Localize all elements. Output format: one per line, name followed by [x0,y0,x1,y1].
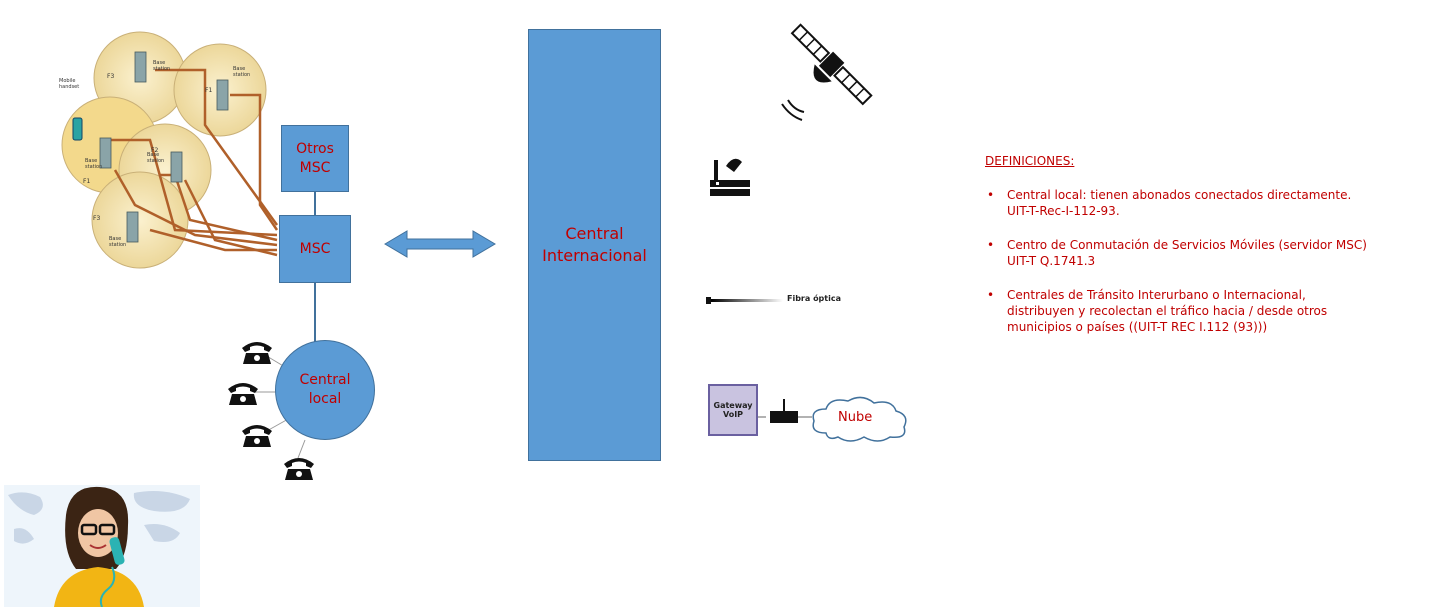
svg-text:F1: F1 [205,87,212,94]
otros-msc-line2: MSC [299,159,331,176]
gateway-voip-box: Gateway VoIP [708,384,758,436]
definition-item: Centrales de Tránsito Interurbano o Inte… [985,287,1425,335]
svg-text:Base: Base [147,152,159,158]
handset-label: Mobile [59,78,75,84]
nube-label: Nube [838,410,873,425]
msc-label: MSC [299,241,331,257]
svg-text:Base: Base [153,60,165,66]
definitions-list: Central local: tienen abonados conectado… [985,187,1425,335]
telephone-icon-3 [242,425,272,447]
cell-bottom [91,171,189,269]
central-internacional-line1: Central [565,224,624,243]
otros-msc-box: Otros MSC [281,125,349,192]
central-local-line2: local [308,391,342,407]
gateway-label-line2: VoIP [722,410,744,419]
satellite-icon [781,23,873,121]
svg-text:handset: handset [59,84,79,90]
definitions-panel: DEFINICIONES: Central local: tienen abon… [985,153,1425,353]
svg-text:station: station [85,164,102,170]
cable-bundle [105,68,279,257]
definition-item: Centro de Conmutación de Servicios Móvil… [985,237,1425,269]
svg-text:Base: Base [109,236,121,242]
router-icon [758,399,812,423]
woman-phone-photo [4,485,200,607]
svg-text:station: station [233,72,250,78]
svg-text:station: station [147,158,164,164]
svg-text:Base: Base [233,66,245,72]
svg-text:F2: F2 [151,147,158,154]
otros-msc-line1: Otros [296,140,334,157]
telephone-icon-4 [284,458,314,480]
telephone-icon-2 [228,383,258,405]
cloud-icon [812,396,907,442]
definition-item: Central local: tienen abonados conectado… [985,187,1425,219]
fibra-optica-icon [706,297,783,304]
telephone-icon-1 [242,342,272,364]
definitions-title: DEFINICIONES: [985,154,1075,168]
svg-text:F3: F3 [93,215,100,222]
msc-box: MSC [279,215,351,283]
gateway-label-line1: Gateway [713,401,753,410]
svg-text:F3: F3 [107,73,114,80]
central-internacional-line2: Internacional [542,246,647,265]
fibra-optica-label: Fibra óptica [787,294,841,303]
svg-text:Base: Base [85,158,97,164]
svg-text:station: station [153,66,170,72]
central-local-circle: Central local [275,340,375,440]
svg-text:station: station [109,242,126,248]
satellite-dish-icon [710,158,750,196]
central-local-line1: Central [299,372,351,388]
svg-text:F1: F1 [83,178,90,185]
central-internacional-box: Central Internacional [528,29,661,461]
double-arrow [384,230,496,258]
